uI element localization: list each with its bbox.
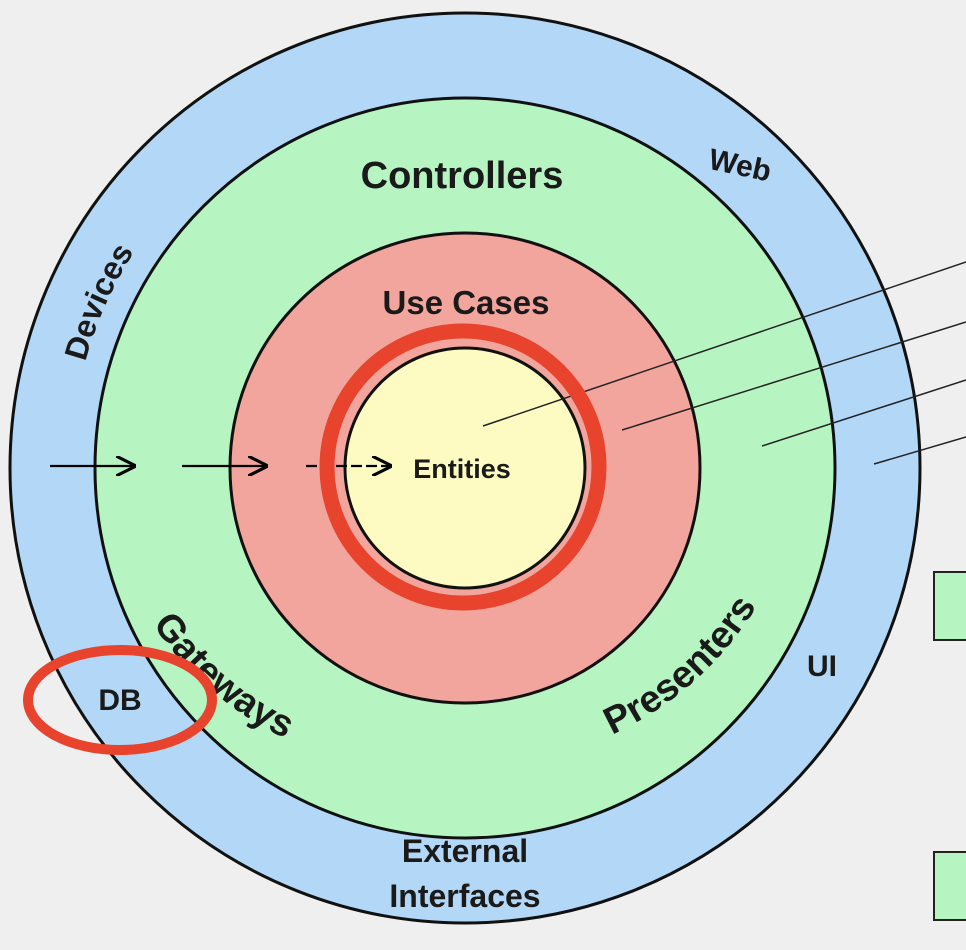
label-use-cases: Use Cases	[383, 284, 550, 321]
label-controllers: Controllers	[361, 155, 564, 197]
label-interfaces: Interfaces	[389, 878, 540, 914]
label-external: External	[402, 833, 528, 869]
pointer-lines	[482, 261, 966, 465]
highlight-circle-entities	[319, 323, 607, 611]
legend-box-top	[933, 571, 966, 641]
label-db: DB	[98, 684, 141, 717]
pointer-line-frameworks	[873, 436, 966, 465]
pointer-line-use-cases	[621, 321, 966, 431]
pointer-line-adapters	[761, 379, 966, 447]
pointer-line-entities	[482, 261, 966, 427]
label-entities: Entities	[413, 454, 511, 484]
label-ui: UI	[807, 650, 837, 683]
highlight-ellipse-db	[23, 645, 217, 755]
entities-core	[343, 346, 587, 590]
legend-box-bottom	[933, 851, 966, 921]
